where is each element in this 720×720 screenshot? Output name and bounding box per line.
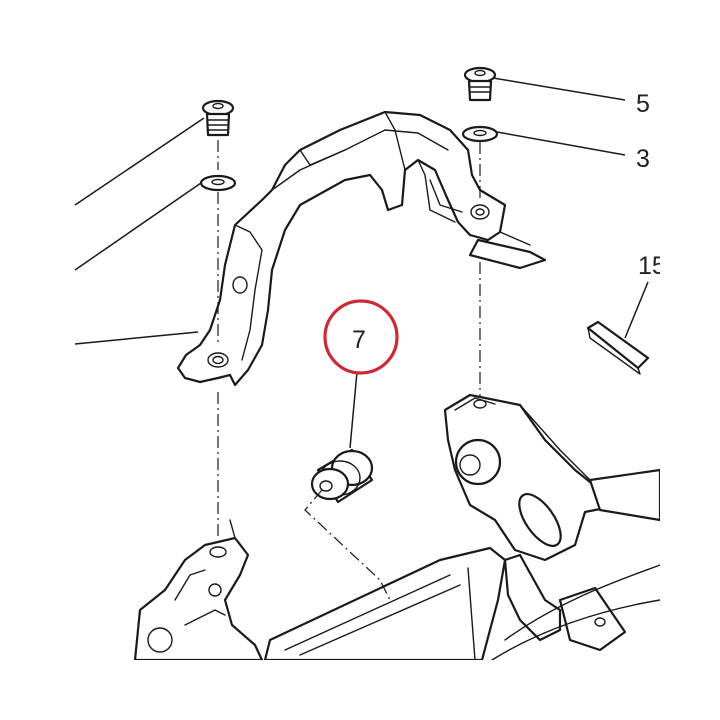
clip-part [586,320,650,375]
bracket-part [176,110,547,387]
assembly-centerlines [217,140,481,601]
lower-left-casting [133,519,264,662]
callout-cushion: 7 [352,326,366,354]
callout-screw-right: 5 [636,90,650,118]
leader-lines [74,77,649,449]
screw-right [463,66,497,102]
highlight-ring [323,299,399,375]
hinge-assembly [263,393,662,662]
washer-left [199,174,237,192]
crop-mask-right [660,0,720,720]
screw-left [201,99,235,137]
cushion-part [310,448,374,504]
washer-right [461,125,499,143]
callout-washer-right: 3 [636,145,650,173]
crop-mask-left [0,0,66,720]
crop-mask-bottom [0,660,720,720]
